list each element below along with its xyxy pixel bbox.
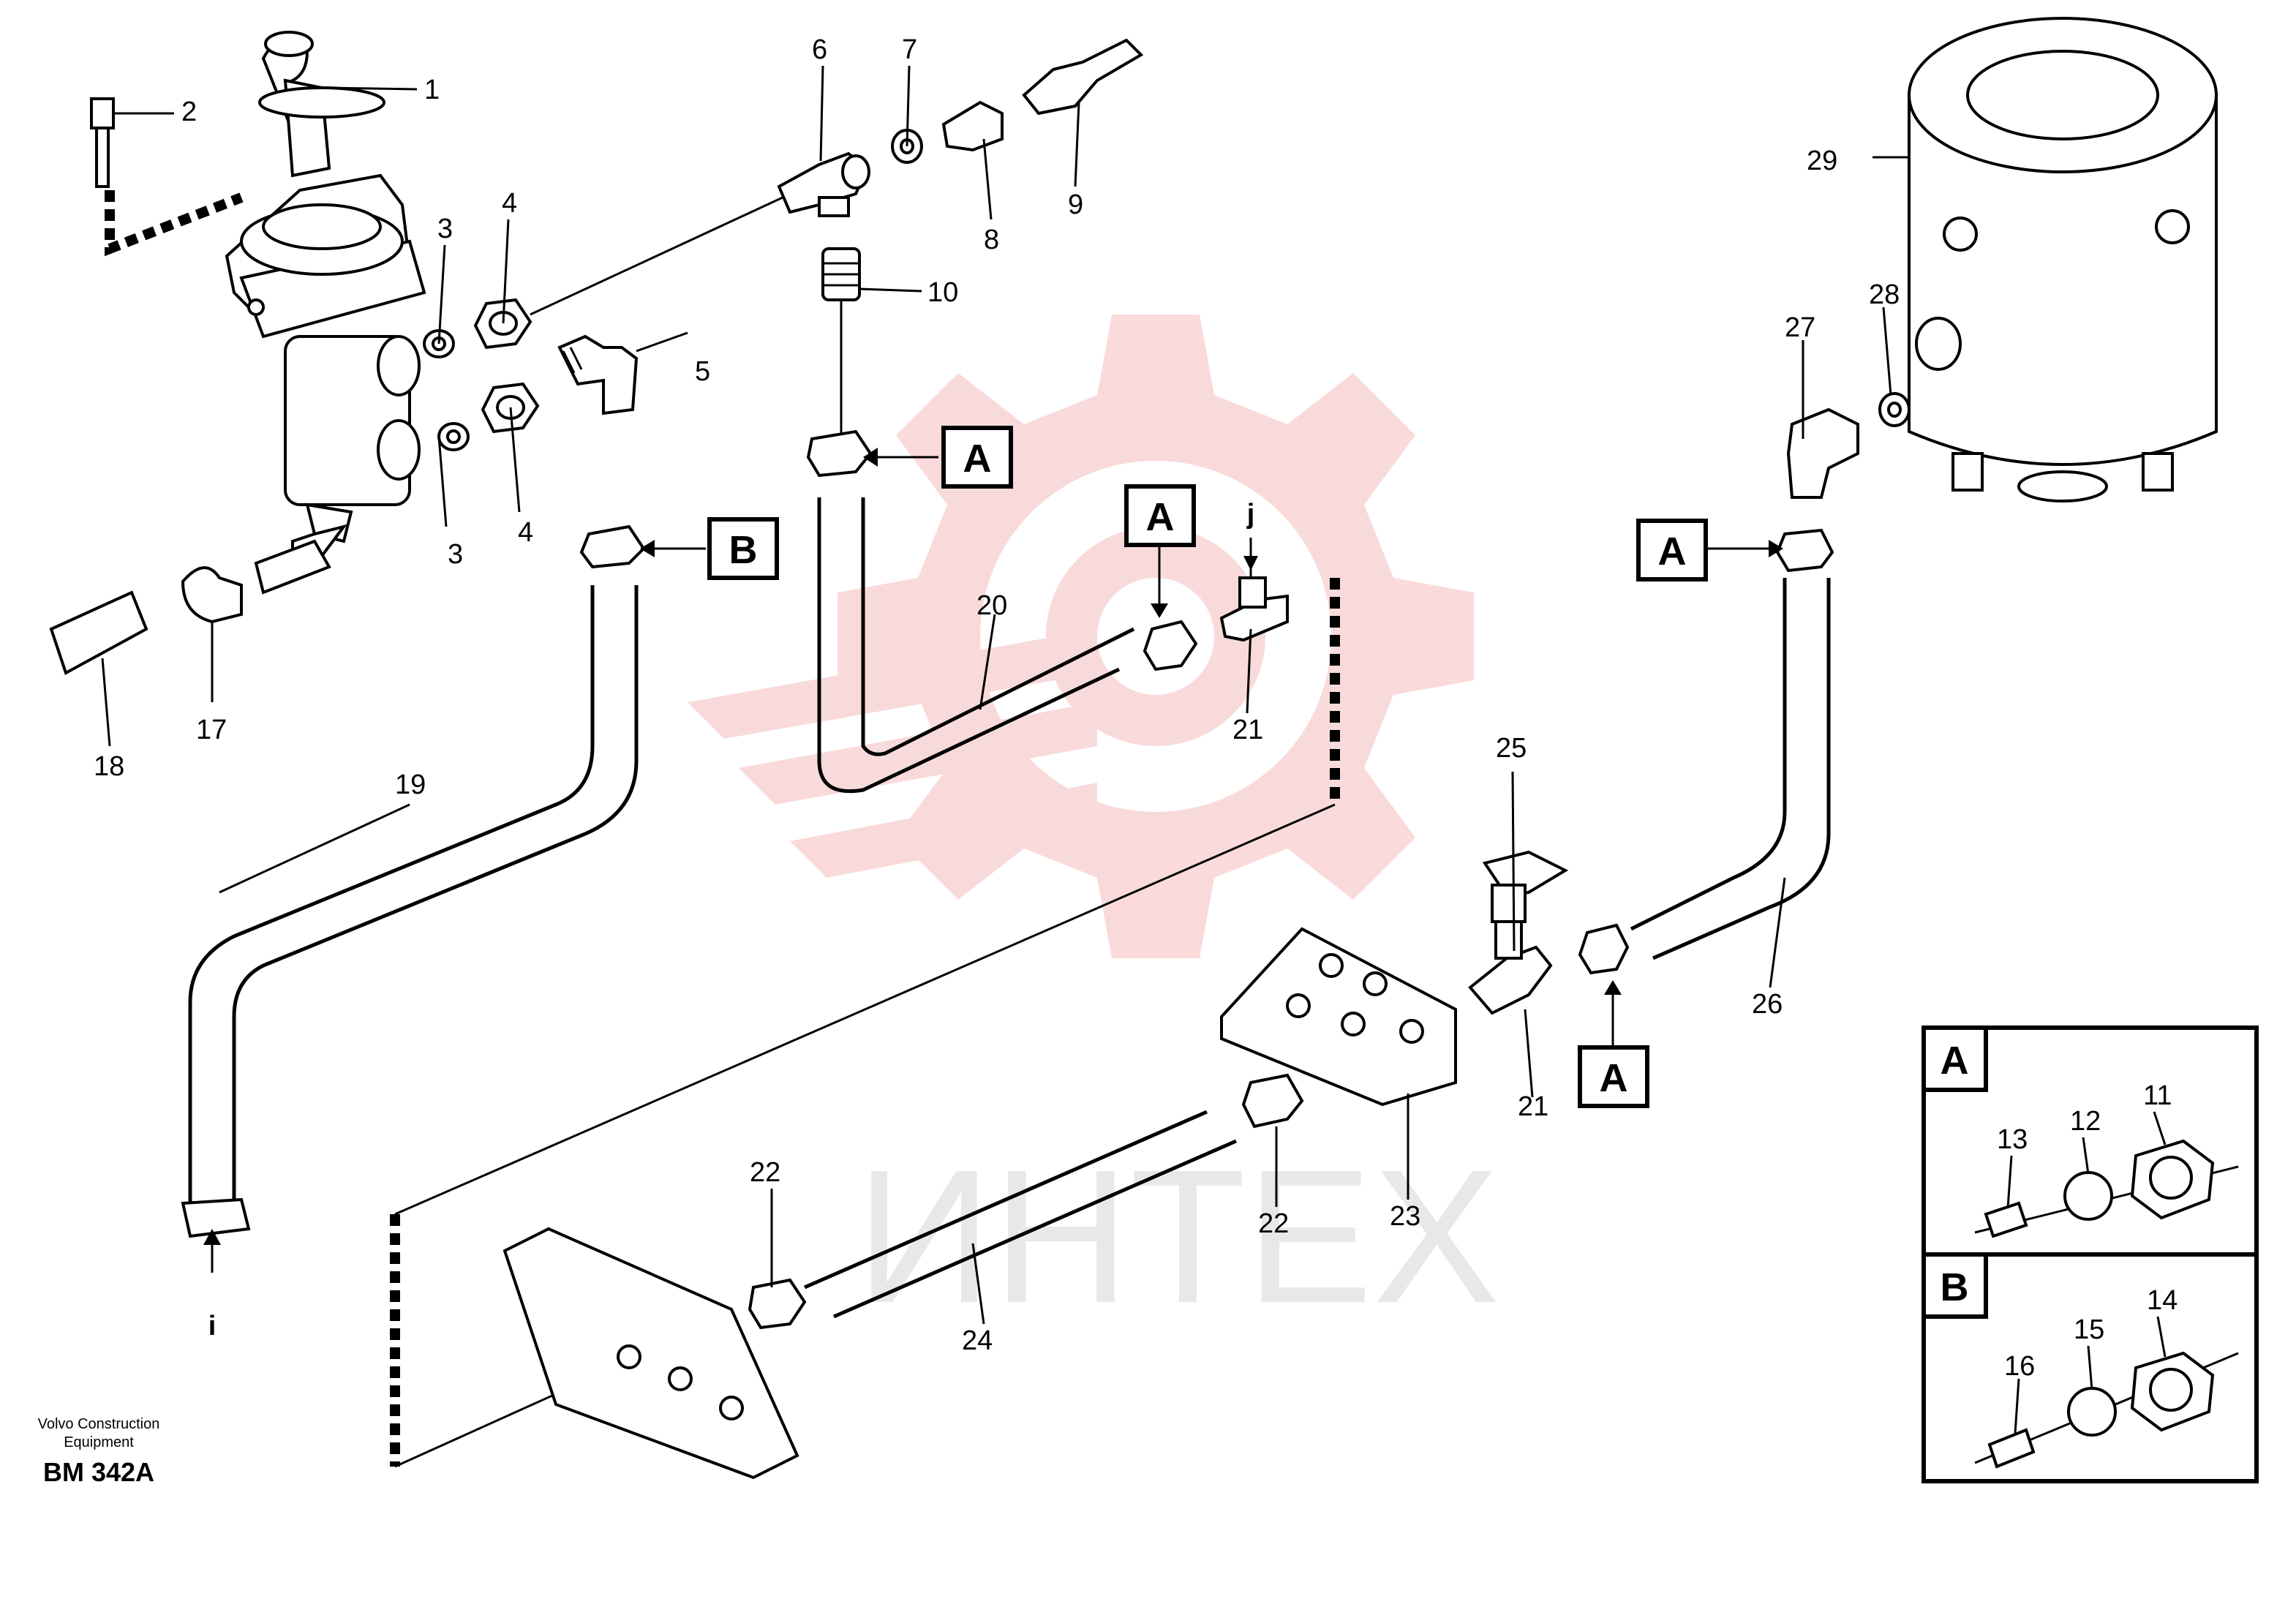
detail-a-title: A: [1941, 1039, 1969, 1083]
callout-a-3: A: [1636, 519, 1708, 582]
washer-28: [1878, 392, 1911, 427]
pipe-24: [804, 1110, 1237, 1319]
union-8: [941, 100, 1004, 152]
washer-lower: [437, 422, 470, 451]
label-part-18: 18: [94, 751, 124, 782]
detail-a-13: 13: [1997, 1124, 2028, 1155]
detail-b-16: 16: [2004, 1351, 2035, 1382]
bracket-lower: [503, 1227, 799, 1480]
drain-valve-25: [1482, 850, 1569, 923]
label-part-28: 28: [1869, 279, 1900, 310]
label-part-27: 27: [1785, 312, 1815, 343]
label-part-4-upper: 4: [502, 188, 517, 219]
label-part-21-upper: 21: [1232, 715, 1263, 745]
svg-text:A: A: [963, 437, 992, 481]
svg-text:A: A: [1146, 495, 1175, 539]
nut-20-end: [1143, 620, 1198, 671]
hand-pump: [225, 31, 426, 565]
pipe-26-outer: [1652, 578, 1831, 960]
svg-text:B: B: [729, 528, 758, 572]
detail-a-11: 11: [2143, 1080, 2172, 1111]
label-part-21-lower: 21: [1518, 1091, 1548, 1122]
watermark-text: ИНТЕХ: [856, 1131, 1499, 1343]
label-part-26: 26: [1752, 989, 1783, 1020]
footer-code: BM 342A: [43, 1457, 154, 1487]
label-part-25: 25: [1496, 733, 1527, 764]
label-part-29: 29: [1807, 146, 1837, 176]
svg-text:A: A: [1600, 1056, 1628, 1100]
label-part-3-upper: 3: [437, 214, 453, 244]
elbow-fitting: [557, 334, 639, 415]
nut-20-top: [806, 429, 873, 478]
label-connection-i: i: [208, 1311, 217, 1341]
pipe-20-outer: [861, 497, 1135, 756]
detail-panel: A B 13 12 11 16 15 14: [1922, 1025, 2259, 1483]
footer-company-line1: Volvo Construction: [38, 1416, 160, 1432]
nut-22-left: [748, 1278, 807, 1330]
label-part-6: 6: [812, 34, 827, 65]
pipe-line-upper: [530, 196, 783, 316]
connector-9: [1022, 38, 1144, 116]
callout-b-1: B: [707, 517, 779, 580]
callout-a-4: A: [1578, 1045, 1649, 1108]
nipple-10: [821, 247, 861, 301]
label-part-2: 2: [181, 97, 197, 127]
nut-26-end: [1578, 923, 1630, 975]
label-part-5: 5: [695, 356, 710, 387]
nut-19-top: [579, 524, 646, 569]
pipe-19-outer: [232, 585, 639, 1207]
pressure-tank: [1908, 17, 2218, 503]
label-part-4-lower: 4: [518, 517, 533, 548]
detail-b-14: 14: [2147, 1285, 2178, 1316]
label-part-19: 19: [395, 769, 426, 800]
label-part-3-lower: 3: [448, 539, 463, 570]
hose-18: [49, 590, 148, 675]
bracket-23: [1220, 927, 1457, 1107]
detail-a-12: 12: [2070, 1106, 2101, 1137]
callout-a-2: A: [1124, 484, 1196, 547]
label-part-22-left: 22: [750, 1157, 780, 1188]
nut-19-bottom: [181, 1197, 251, 1238]
detail-b-title: B: [1941, 1265, 1969, 1309]
leader-lines: [101, 65, 1909, 1325]
label-part-8: 8: [984, 225, 999, 255]
clamp-17: [181, 566, 243, 624]
nut-26-top: [1775, 528, 1834, 573]
watermark-gear: [688, 315, 1474, 958]
pipe-26: [1630, 578, 1787, 931]
bolt: [90, 97, 115, 188]
nut-upper: [473, 298, 532, 350]
elbow-27: [1786, 407, 1859, 499]
label-part-20: 20: [976, 590, 1007, 621]
label-part-1: 1: [424, 75, 440, 105]
label-part-22-right: 22: [1258, 1208, 1289, 1239]
dashed-path-bolt: [105, 190, 244, 257]
label-connection-j: j: [1246, 499, 1255, 530]
label-part-23: 23: [1390, 1201, 1420, 1232]
tee-21-lower: [1468, 920, 1553, 1015]
label-part-10: 10: [927, 277, 958, 308]
label-part-7: 7: [902, 34, 917, 65]
callout-a-1: A: [941, 426, 1013, 489]
arrows: [203, 448, 1783, 1273]
nut-22-right: [1241, 1073, 1304, 1129]
footer-company-line2: Equipment: [64, 1434, 134, 1450]
pipe-20: [817, 497, 1121, 794]
label-part-9: 9: [1068, 189, 1083, 220]
detail-b-15: 15: [2074, 1314, 2104, 1345]
tee-21-upper: [1219, 576, 1289, 642]
hose-fitting: [254, 539, 331, 595]
label-part-17: 17: [196, 715, 227, 745]
tee-fitting: [777, 151, 870, 217]
svg-text:A: A: [1658, 530, 1687, 573]
connection-line: [394, 803, 1336, 1216]
label-part-24: 24: [962, 1325, 993, 1356]
pipe-19: [188, 585, 595, 1207]
